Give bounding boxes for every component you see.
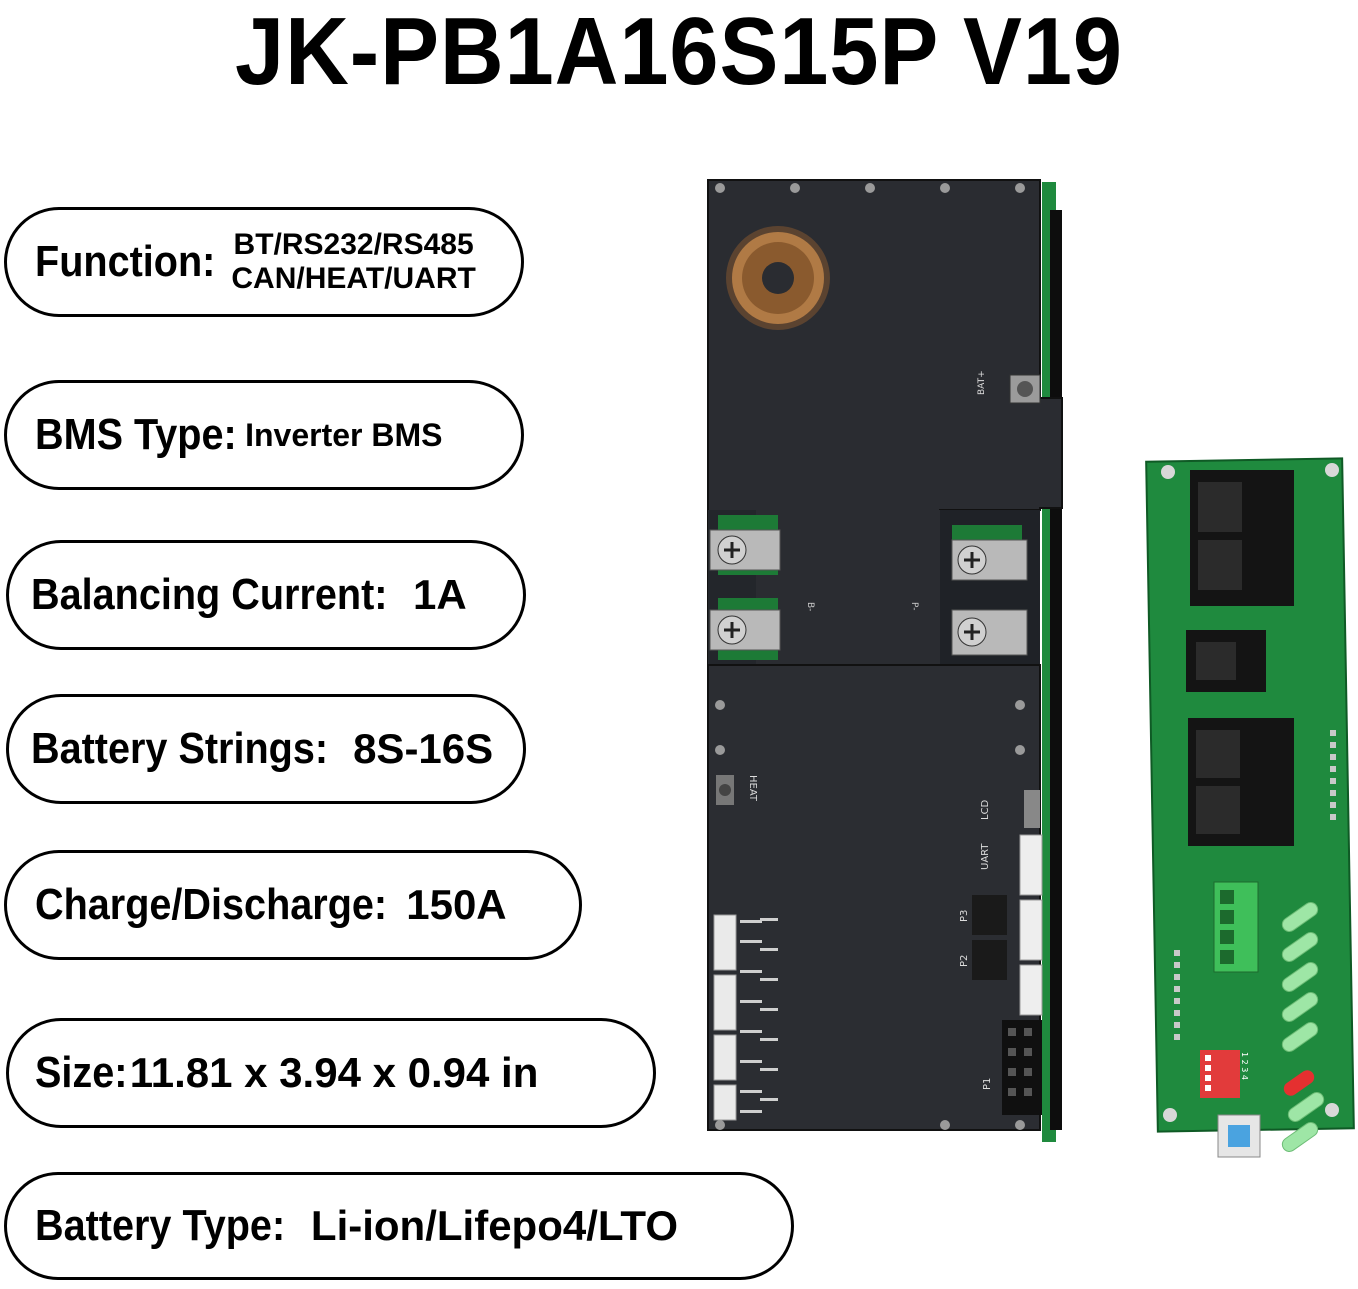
spec-function-label: Function: xyxy=(35,237,216,286)
spec-function-value: BT/RS232/RS485 CAN/HEAT/UART xyxy=(231,228,475,296)
spec-balancing-current-label: Balancing Current: xyxy=(31,570,388,619)
spec-function-value-line2: CAN/HEAT/UART xyxy=(231,262,476,295)
spec-battery-type: Battery Type: Li-ion/Lifepo4/LTO xyxy=(4,1172,794,1280)
product-photo: BAT+ B- P- xyxy=(690,170,1358,1284)
product-title: JK-PB1A16S15P V19 xyxy=(235,0,1123,105)
p-minus-label: P- xyxy=(909,602,919,610)
spec-bms-type-value: Inverter BMS xyxy=(245,416,443,453)
b-minus-terminals xyxy=(709,515,781,660)
spec-balancing-current-value: 1A xyxy=(413,571,467,618)
spec-charge-discharge: Charge/Discharge: 150A xyxy=(4,850,582,960)
spec-battery-strings-value: 8S-16S xyxy=(353,725,494,772)
spec-charge-discharge-label: Charge/Discharge: xyxy=(35,880,388,929)
p1-label: P1 xyxy=(982,1078,993,1090)
spec-bms-type: BMS Type: Inverter BMS xyxy=(4,380,524,490)
spec-battery-strings-label: Battery Strings: xyxy=(31,724,329,773)
p3-label: P3 xyxy=(959,910,970,922)
spec-function: Function: BT/RS232/RS485 CAN/HEAT/UART xyxy=(4,207,524,317)
heat-label: HEAT xyxy=(747,775,758,802)
spec-bms-type-label: BMS Type: xyxy=(35,410,237,459)
b-minus-label: B- xyxy=(805,602,815,611)
dip-label: 1 2 3 4 xyxy=(1240,1052,1249,1080)
spec-charge-discharge-value: 150A xyxy=(406,881,507,928)
bms-board: BAT+ B- P- xyxy=(707,179,1063,1142)
spec-battery-strings: Battery Strings: 8S-16S xyxy=(6,694,526,804)
bat-plus-label: BAT+ xyxy=(977,370,987,395)
spec-size-value: 11.81 x 3.94 x 0.94 in xyxy=(129,1049,539,1096)
spec-battery-type-value: Li-ion/Lifepo4/LTO xyxy=(310,1202,678,1249)
spec-battery-type-label: Battery Type: xyxy=(35,1201,286,1250)
uart-label: UART xyxy=(980,843,991,870)
expansion-board: 1 2 3 4 xyxy=(1145,457,1355,1158)
spec-balancing-current: Balancing Current: 1A xyxy=(6,540,526,650)
p-minus-terminals xyxy=(951,525,1028,656)
p2-label: P2 xyxy=(959,955,970,967)
spec-size: Size: 11.81 x 3.94 x 0.94 in xyxy=(6,1018,656,1128)
lcd-label: LCD xyxy=(980,799,991,820)
spec-size-label: Size: xyxy=(35,1048,128,1097)
spec-function-value-line1: BT/RS232/RS485 xyxy=(233,228,474,261)
